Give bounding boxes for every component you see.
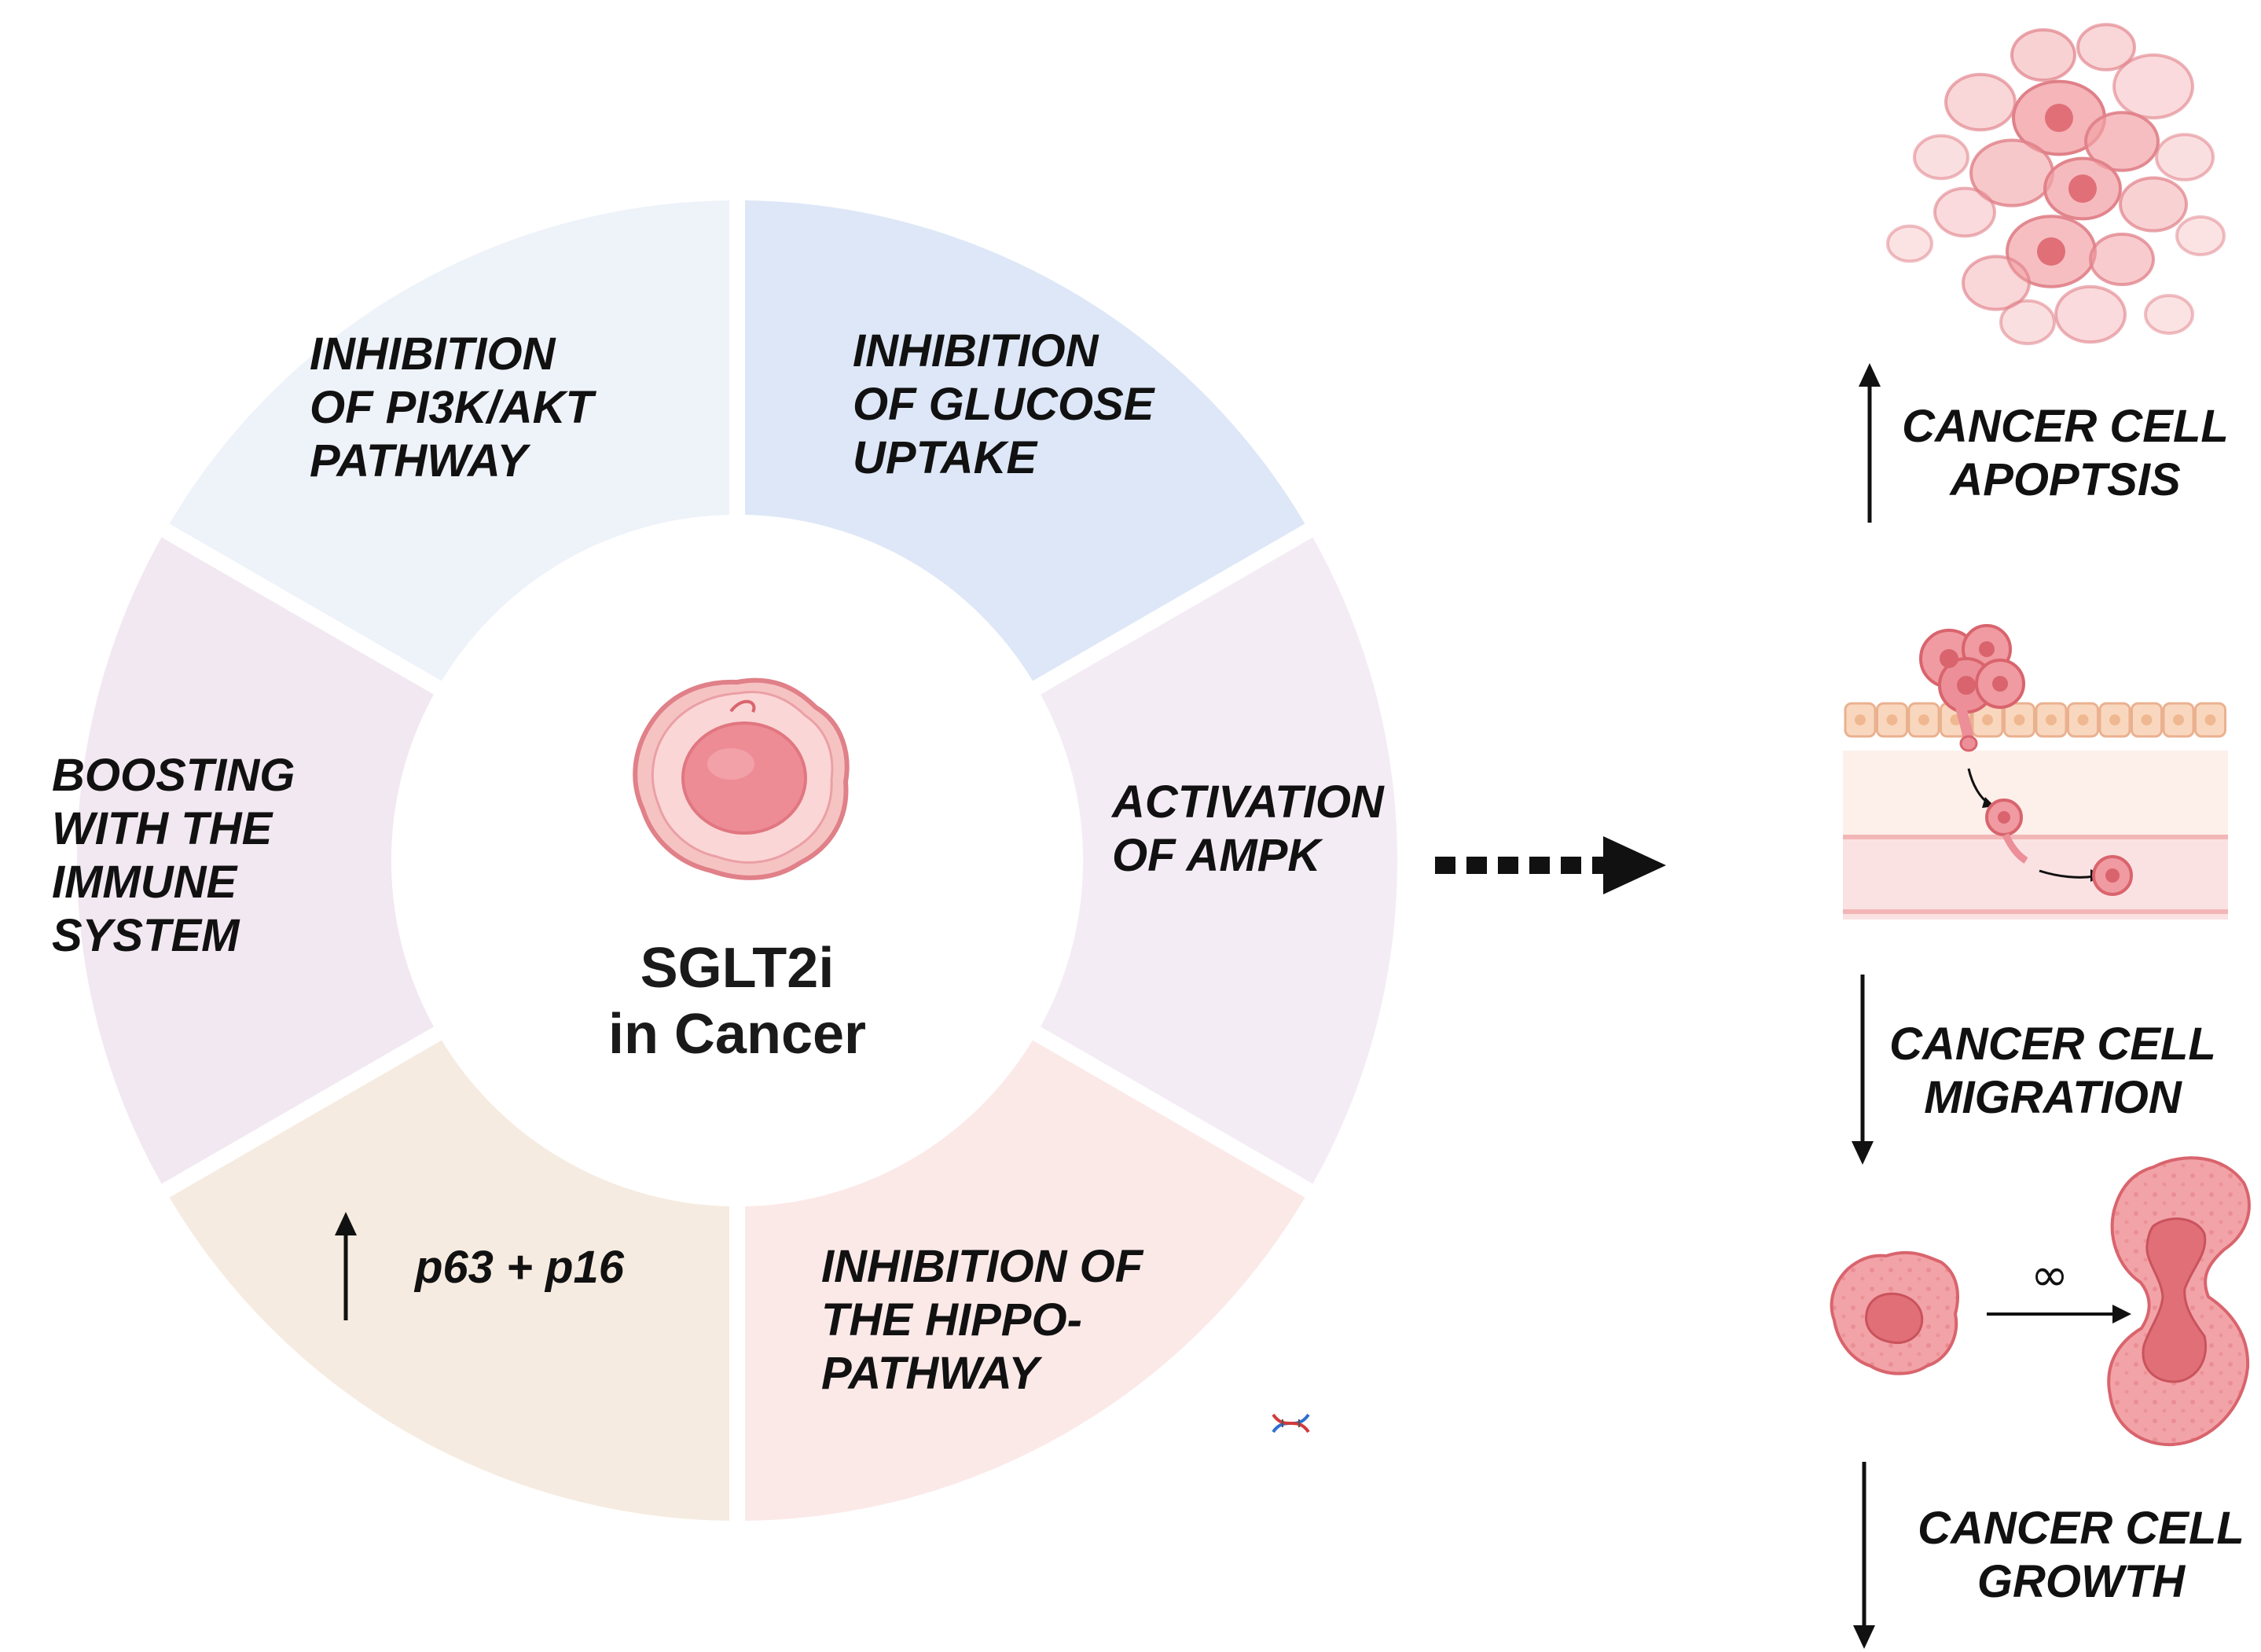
apoptotic-fragment bbox=[1944, 72, 2017, 132]
epithelial-nucleus bbox=[2046, 714, 2057, 725]
immune-line-3: IMMUNE bbox=[52, 857, 239, 908]
apoptosis-line-2: APOPTSIS bbox=[1948, 454, 2181, 505]
segment-label-p63: p63 + p16 bbox=[335, 1212, 625, 1320]
ampk-line-2: OF AMPK bbox=[1112, 830, 1323, 881]
apoptosis-line-1: CANCER CELL bbox=[1902, 401, 2229, 452]
migration-line-2: MIGRATION bbox=[1924, 1072, 2182, 1123]
epithelial-nucleus bbox=[1982, 714, 1993, 725]
apoptotic-fragment bbox=[2119, 176, 2188, 233]
hippo-line-3: PATHWAY bbox=[821, 1348, 1043, 1399]
glucose-line-2: OF GLUCOSE bbox=[853, 379, 1156, 430]
apoptotic-fragment bbox=[2054, 285, 2127, 344]
glucose-line-1: INHIBITION bbox=[853, 325, 1099, 376]
mechanism-ring bbox=[76, 200, 1398, 1521]
up-arrow-icon bbox=[335, 1212, 357, 1320]
migration-illustration-icon bbox=[1843, 624, 2228, 920]
apoptotic-fragment bbox=[2112, 53, 2194, 119]
epithelial-nucleus bbox=[2204, 714, 2216, 725]
dna-icon bbox=[1272, 1413, 1310, 1434]
center-title-line2: in Cancer bbox=[608, 1003, 866, 1066]
immune-line-1: BOOSTING bbox=[52, 750, 295, 801]
cancer-cell-icon bbox=[633, 677, 850, 880]
epithelial-nucleus bbox=[1918, 714, 1929, 725]
epithelial-nucleus bbox=[1855, 714, 1866, 725]
apoptotic-fragment bbox=[1913, 134, 1969, 181]
infinity-symbol: ∞ bbox=[2031, 1248, 2068, 1301]
segment-label-ampk: ACTIVATION OF AMPK bbox=[1110, 776, 1385, 881]
hippo-line-2: THE HIPPO- bbox=[821, 1294, 1082, 1345]
migration-line-1: CANCER CELL bbox=[1889, 1019, 2216, 1070]
center-title-line1: SGLT2i bbox=[640, 937, 835, 1000]
epithelial-nucleus bbox=[2077, 714, 2089, 725]
apoptotic-fragment bbox=[1886, 224, 1933, 263]
epithelial-nucleus bbox=[2013, 714, 2025, 725]
ring-segment-glucose bbox=[745, 200, 1305, 681]
pi3k-line-2: OF PI3K/AKT bbox=[310, 382, 596, 433]
epithelial-nucleus bbox=[2109, 714, 2120, 725]
apoptotic-fragment bbox=[1962, 255, 2031, 311]
pi3k-line-1: INHIBITION bbox=[310, 329, 556, 380]
segment-label-hippo: INHIBITION OF THE HIPPO- PATHWAY bbox=[821, 1241, 1144, 1399]
apoptotic-cells-icon bbox=[1886, 23, 2226, 346]
growth-down-arrow-icon bbox=[1853, 1462, 1875, 1649]
p63-line-1: p63 + p16 bbox=[413, 1242, 625, 1293]
ring-segment-p63 bbox=[169, 1040, 729, 1521]
fragment-nucleus bbox=[2037, 237, 2065, 266]
ring-segment-pi3k bbox=[169, 200, 729, 681]
ring-segment-ampk bbox=[1041, 537, 1398, 1184]
apoptosis-up-arrow-icon bbox=[1859, 363, 1881, 523]
apoptotic-fragment bbox=[2155, 133, 2215, 182]
segment-label-glucose: INHIBITION OF GLUCOSE UPTAKE bbox=[853, 325, 1156, 483]
segment-label-immune: BOOSTING WITH THE IMMUNE SYSTEM bbox=[52, 750, 295, 961]
apoptotic-fragment bbox=[2175, 215, 2226, 256]
apoptotic-fragment bbox=[2010, 28, 2076, 82]
ring-segment-hippo bbox=[745, 1040, 1305, 1521]
cell-division-icon: ∞ bbox=[1830, 1156, 2251, 1447]
apoptotic-fragment bbox=[2084, 111, 2160, 172]
apoptotic-fragment bbox=[1933, 186, 1996, 238]
fragment-nucleus bbox=[2068, 174, 2097, 203]
immune-line-4: SYSTEM bbox=[52, 910, 240, 961]
growth-line-2: GROWTH bbox=[1977, 1556, 2186, 1607]
ampk-line-1: ACTIVATION bbox=[1110, 776, 1385, 828]
migration-down-arrow-icon bbox=[1852, 975, 1874, 1165]
ring-segment-immune bbox=[76, 537, 434, 1184]
glucose-line-3: UPTAKE bbox=[853, 432, 1038, 483]
apoptotic-fragment bbox=[1999, 299, 2056, 346]
apoptotic-fragment bbox=[2144, 294, 2194, 335]
immune-line-2: WITH THE bbox=[52, 803, 274, 854]
epithelial-nucleus bbox=[2141, 714, 2153, 725]
growth-line-1: CANCER CELL bbox=[1918, 1503, 2244, 1554]
apoptotic-fragment bbox=[2076, 23, 2136, 72]
epithelial-nucleus bbox=[1886, 714, 1898, 725]
apoptotic-fragment bbox=[2089, 233, 2155, 286]
hippo-line-1: INHIBITION OF bbox=[821, 1241, 1144, 1292]
pi3k-line-3: PATHWAY bbox=[310, 435, 531, 486]
segment-label-pi3k: INHIBITION OF PI3K/AKT PATHWAY bbox=[310, 329, 596, 486]
epithelial-nucleus bbox=[2173, 714, 2184, 725]
dotted-arrow-icon bbox=[1435, 836, 1666, 894]
fragment-nucleus bbox=[2045, 104, 2073, 132]
